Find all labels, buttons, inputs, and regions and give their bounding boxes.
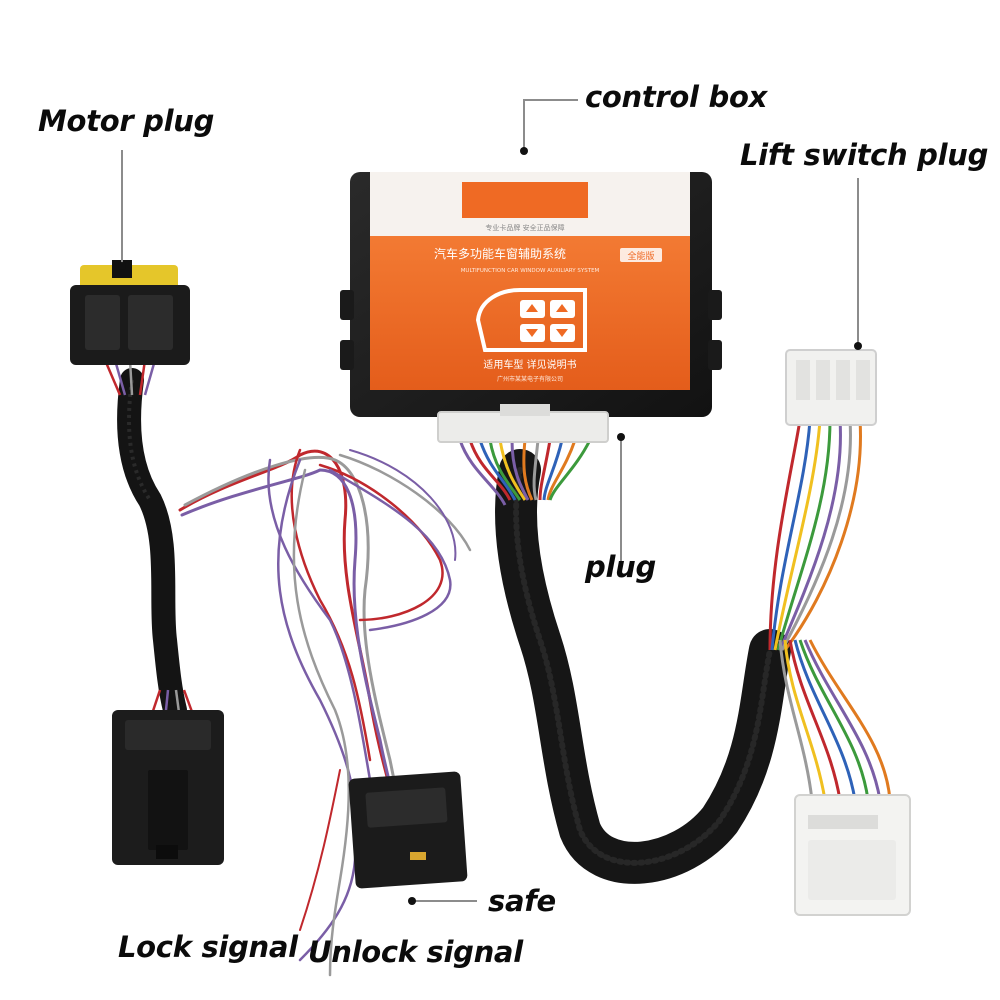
box-top-small-text: 专业卡品牌 安全正品保障 bbox=[485, 223, 564, 232]
control-box: 专业卡品牌 安全正品保障 汽车多功能车窗辅助系统 全能版 MULTIFUNCTI… bbox=[340, 172, 722, 443]
lock-signal-label: Lock signal bbox=[118, 930, 298, 964]
unlock-signal-label: Unlock signal bbox=[308, 935, 523, 969]
motor-wires-top bbox=[103, 359, 157, 396]
box-subtitle-text: MULTIFUNCTION CAR WINDOW AUXILIARY SYSTE… bbox=[461, 268, 600, 274]
safe-label: safe bbox=[488, 884, 556, 918]
lift-switch-plug-label: Lift switch plug bbox=[740, 138, 989, 172]
control-box-wires bbox=[458, 439, 592, 506]
callout-dot-icon bbox=[520, 147, 528, 155]
box-title-text: 汽车多功能车窗辅助系统 bbox=[434, 246, 566, 261]
lift-switch-leader bbox=[857, 178, 859, 343]
callout-dot-icon bbox=[408, 897, 416, 905]
main-harness-sleeve bbox=[495, 449, 791, 884]
callout-dot-icon bbox=[854, 342, 862, 350]
plug-label: plug bbox=[585, 550, 656, 584]
motor-plug-connector bbox=[70, 260, 190, 365]
control-box-leader-v bbox=[523, 99, 525, 149]
motor-side-connector bbox=[112, 710, 224, 865]
control-box-label: control box bbox=[585, 80, 767, 114]
box-maker-text: 广州市某某电子有限公司 bbox=[497, 375, 563, 383]
box-tag-text: 全能版 bbox=[627, 250, 654, 262]
control-box-plug-socket bbox=[437, 411, 609, 443]
motor-plug-label: Motor plug bbox=[38, 104, 215, 138]
box-bottom-text: 适用车型 详见说明书 bbox=[483, 358, 576, 371]
plug-leader bbox=[620, 436, 622, 566]
lift-switch-plug-connector bbox=[785, 349, 877, 426]
vehicle-side-connector bbox=[794, 794, 911, 916]
safe-connector bbox=[348, 771, 468, 889]
motor-plug-harness bbox=[103, 359, 197, 722]
car-window-icon bbox=[475, 288, 587, 352]
motor-plug-leader bbox=[121, 150, 123, 265]
loose-wire-bundle bbox=[178, 448, 472, 977]
control-box-leader-h bbox=[523, 99, 578, 101]
callout-dot-icon bbox=[617, 433, 625, 441]
callout-dot-icon bbox=[118, 262, 126, 270]
safe-leader bbox=[412, 900, 477, 902]
lift-switch-wires bbox=[768, 419, 892, 801]
